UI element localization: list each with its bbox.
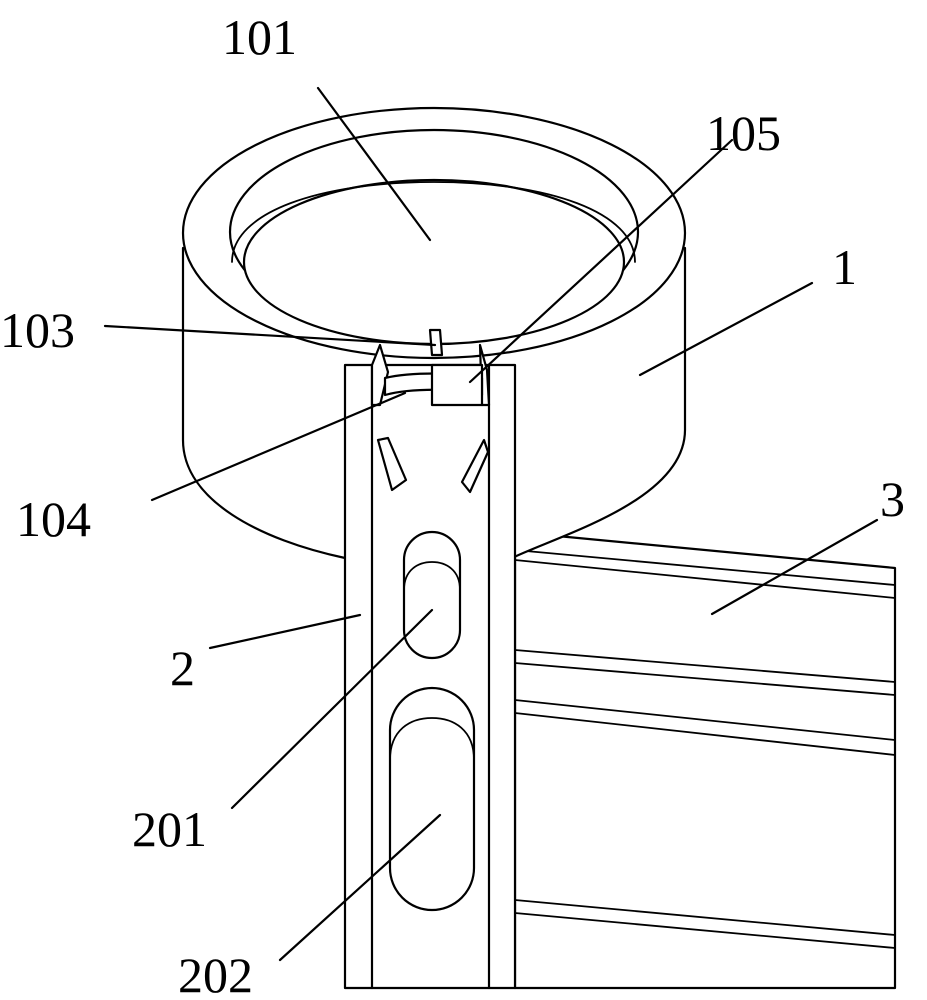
leader-103 <box>103 324 437 347</box>
leader-101 <box>316 86 432 242</box>
label-103: 103 <box>0 302 75 358</box>
label-202: 202 <box>178 947 253 1000</box>
plate-3 <box>513 530 897 990</box>
label-201: 201 <box>132 801 207 857</box>
leader-lines <box>103 86 879 962</box>
label-2: 2 <box>170 640 195 696</box>
label-105: 105 <box>706 105 781 161</box>
leader-3 <box>710 518 879 616</box>
label-1: 1 <box>832 239 857 295</box>
leader-104 <box>150 391 407 502</box>
leader-2 <box>208 613 362 650</box>
reference-labels: 101 105 1 103 104 3 2 201 202 <box>0 9 905 1000</box>
label-101: 101 <box>222 9 297 65</box>
bar-2 <box>343 328 517 990</box>
label-104: 104 <box>16 491 91 547</box>
cylinder-1 <box>181 106 687 560</box>
leader-105 <box>468 138 734 384</box>
leader-202 <box>278 813 442 962</box>
leader-201 <box>230 608 434 810</box>
leader-1 <box>638 281 814 377</box>
label-3: 3 <box>880 471 905 527</box>
